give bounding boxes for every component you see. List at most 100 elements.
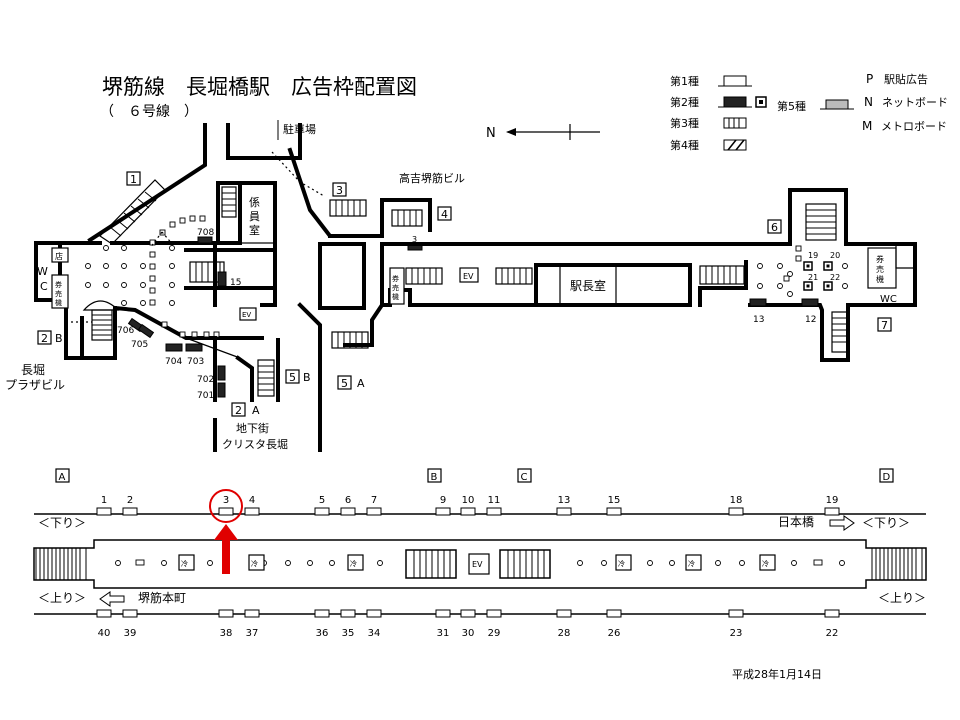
exit-2b-label: 2 (41, 332, 48, 345)
wc-right-label: WC (880, 294, 897, 305)
ad-number-38: 38 (220, 628, 233, 639)
legend: 第1種 第2種 第3種 第4種 第5種 P 駅貼広告 N ネットボード M メト… (670, 72, 948, 152)
left-hall-fare-line (149, 215, 220, 338)
exit-6-label: 6 (771, 221, 778, 234)
mid-escalator-1 (405, 267, 443, 285)
exit-5b-label: 5 (289, 371, 296, 384)
exit-5a-badge (337, 375, 352, 390)
ad-frame-35 (340, 609, 356, 618)
nipponbashi-label: 日本橋 (778, 515, 814, 529)
down-left-label: ＜下り＞ (38, 516, 86, 530)
ad-22-label: 22 (830, 273, 840, 282)
exit-7-badge (877, 317, 892, 332)
exit-1-label: 1 (130, 173, 137, 186)
exit-1-stairs (99, 179, 166, 245)
exit-6-stairs (805, 203, 837, 241)
cooler-icon: 冷 (181, 559, 188, 568)
right-hall-type5-ads (803, 261, 833, 291)
platform-coolers: 冷 冷 冷 冷 冷 冷 (178, 554, 776, 571)
ad-704 (165, 343, 183, 352)
map-subtitle: （ ６号線 ） (100, 104, 198, 120)
exit-5a-suffix: A (357, 377, 365, 390)
ad-number-6: 6 (345, 495, 351, 506)
ad-frame-13 (556, 507, 572, 516)
ad-number-23: 23 (730, 628, 743, 639)
ad-20-label: 20 (830, 251, 840, 260)
underground-label-2: クリスタ長堀 (222, 438, 288, 451)
ad-frame-15 (606, 507, 622, 516)
platform-ev-label: EV (472, 560, 483, 569)
ad-frame-29 (486, 609, 502, 618)
map-title: 堺筋線 長堀橋駅 広告枠配置図 (102, 75, 417, 99)
ad-15-label: 15 (230, 278, 241, 288)
ad-frame-9 (435, 507, 451, 516)
cooler-icon: 冷 (762, 559, 769, 568)
ticket-right-2: 売 (876, 264, 884, 274)
takayoshi-label: 高吉堺筋ビル (399, 171, 465, 185)
ad-number-4: 4 (249, 495, 255, 506)
ad-706-label: 706 (117, 326, 134, 336)
section-d-label: D (883, 472, 891, 483)
ad-number-13: 13 (558, 495, 571, 506)
exit-4-badge (437, 206, 452, 221)
exit-7-stairs (831, 311, 849, 353)
legend-type2-icon (723, 96, 747, 108)
ad-number-39: 39 (124, 628, 137, 639)
ad-12 (801, 298, 819, 307)
ad-703-label: 703 (187, 357, 204, 367)
concourse-map: 駐車場 1 店 W C 券 売 機 2 B (5, 120, 917, 452)
ad-15 (217, 271, 227, 287)
highlight-arrow-icon (214, 524, 238, 574)
left-small-box (51, 247, 69, 263)
exit-2b-badge (37, 330, 52, 345)
platform-stairs-left (35, 547, 87, 581)
ad-frame-37 (244, 609, 260, 618)
ad-number-11: 11 (488, 495, 501, 506)
cooler-icon: 冷 (251, 559, 258, 568)
legend-type2: 第2種 (670, 95, 699, 109)
ad-3-label: 3 (412, 235, 417, 244)
ad-705-label: 705 (131, 340, 148, 350)
left-hall-columns (85, 245, 175, 306)
platform-diagram: A B C D EV (33, 468, 927, 639)
document-date: 平成28年1月14日 (732, 667, 822, 681)
legend-type1-icon (723, 75, 747, 87)
up-right-label: ＜上り＞ (878, 591, 926, 605)
left-ticket-label-3: 機 (55, 298, 62, 307)
ad-frame-39 (122, 609, 138, 618)
section-a-badge (55, 468, 70, 483)
central-void (318, 242, 366, 310)
ev-left-label: EV (242, 311, 251, 319)
platform-escalator-left (405, 549, 457, 579)
ad-number-31: 31 (437, 628, 450, 639)
staff-room-stairs (221, 186, 237, 218)
exit-5b-badge (285, 369, 300, 384)
ad-number-18: 18 (730, 495, 743, 506)
ad-number-19: 19 (826, 495, 839, 506)
ad-number-15: 15 (608, 495, 621, 506)
legend-type3: 第3種 (670, 116, 699, 130)
arrow-right-icon (829, 515, 855, 531)
ad-number-22: 22 (826, 628, 839, 639)
exit-4-stairs (391, 209, 423, 227)
north-label: N (486, 126, 496, 141)
ad-frame-31 (435, 609, 451, 618)
exit-6-badge (767, 219, 782, 234)
ad-19-label: 19 (808, 251, 818, 260)
platform-ev (468, 553, 490, 575)
ad-frame-4 (244, 507, 260, 516)
ticket-machine-mid (389, 267, 405, 305)
arrow-left-icon (99, 591, 125, 607)
section-d-badge (879, 468, 894, 483)
left-ticket-machine (51, 274, 69, 309)
ad-708 (197, 236, 213, 244)
exit-3-stairs (329, 199, 367, 217)
exit-2a-suffix: A (252, 404, 260, 417)
ad-702 (217, 365, 226, 381)
exit-5b-stairs (257, 359, 275, 397)
ad-frame-2 (122, 507, 138, 516)
ad-number-2: 2 (127, 495, 133, 506)
legend-m-letter: M (862, 119, 872, 133)
left-ticket-label-2: 売 (55, 289, 62, 298)
section-b-label: B (431, 472, 438, 483)
